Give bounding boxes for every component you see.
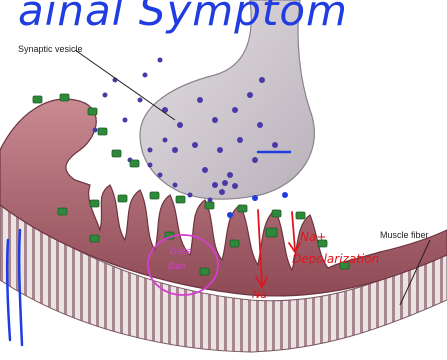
circle-note-line2: Bah [168, 262, 185, 272]
depolarization-annotation: Depolarization [292, 252, 379, 266]
muscle-fiber-label: Muscle fiber [380, 230, 429, 240]
handwritten-title: ainal Symptom [18, 0, 348, 35]
circle-note-line1: Gate [170, 247, 192, 257]
synaptic-vesicle-label: Synaptic vesicle [18, 44, 83, 54]
na-left-annotation: Na [252, 288, 267, 301]
na-plus-annotation: Na+ [300, 230, 326, 244]
